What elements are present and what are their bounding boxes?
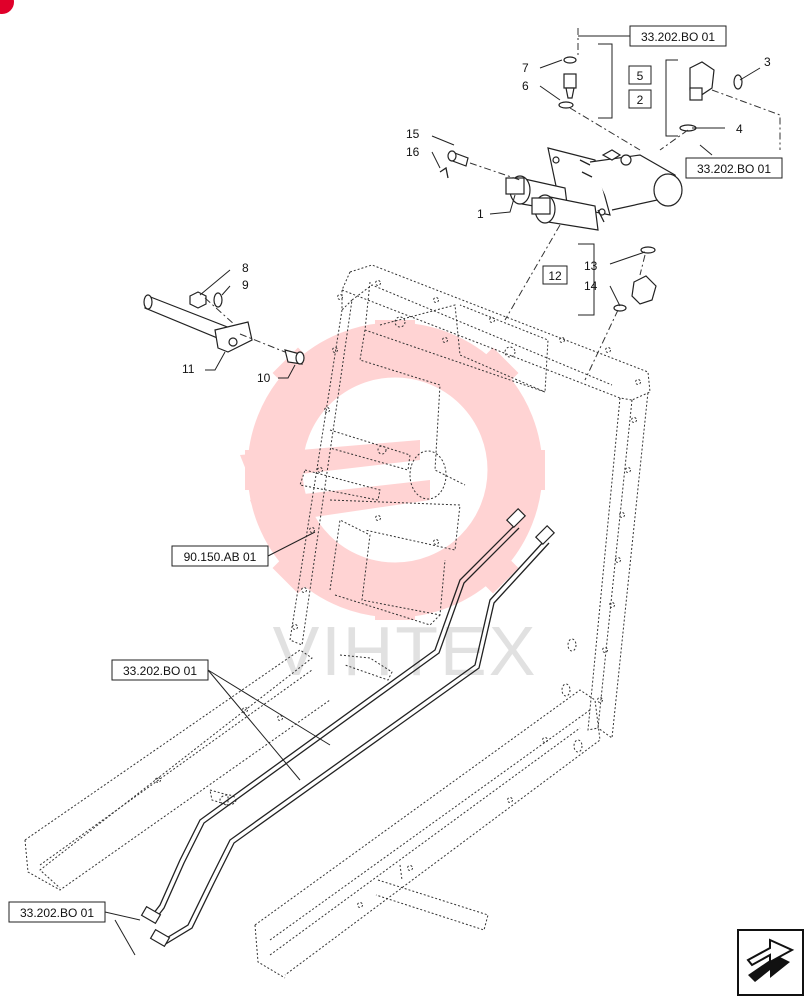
ref-right: 33.202.BO 01 bbox=[697, 162, 771, 176]
callout-3: 3 bbox=[764, 55, 771, 69]
brake-lines bbox=[140, 507, 556, 948]
bolt-10 bbox=[284, 349, 305, 365]
callout-6: 6 bbox=[522, 79, 529, 93]
elbow-fitting-12 bbox=[613, 246, 657, 312]
callout-12: 12 bbox=[548, 269, 562, 283]
reference-boxes: 33.202.BO 01 33.202.BO 01 90.150.AB 01 3… bbox=[8, 25, 783, 923]
ref-box-lines bbox=[111, 659, 209, 681]
leader-lines bbox=[104, 35, 761, 956]
callout-2: 2 bbox=[637, 93, 644, 107]
clevis-pin-15 bbox=[447, 150, 469, 167]
fitting-6-7 bbox=[558, 56, 577, 109]
center-lines bbox=[204, 28, 781, 381]
nut-8-washer-9 bbox=[189, 291, 223, 309]
callout-7: 7 bbox=[522, 61, 529, 75]
ref-box-frame bbox=[171, 545, 269, 567]
ref-box-top bbox=[629, 25, 727, 47]
callout-10: 10 bbox=[257, 371, 271, 385]
callout-box-12 bbox=[542, 265, 568, 285]
callout-box-2 bbox=[628, 89, 652, 109]
watermark-text: VIHTEX bbox=[273, 612, 538, 690]
frame-outline bbox=[24, 264, 651, 979]
ref-top: 33.202.BO 01 bbox=[641, 30, 715, 44]
callout-16: 16 bbox=[406, 145, 420, 159]
watermark-gear-icon bbox=[240, 320, 545, 620]
ref-bottom: 33.202.BO 01 bbox=[20, 906, 94, 920]
seal-3 bbox=[733, 74, 743, 90]
callout-5: 5 bbox=[637, 69, 644, 83]
callout-1: 1 bbox=[477, 207, 484, 221]
callouts: 1 2 3 4 5 6 7 8 9 10 11 12 13 14 15 16 bbox=[182, 55, 771, 385]
corner-marker bbox=[0, 0, 14, 14]
ref-frame: 90.150.AB 01 bbox=[184, 550, 257, 564]
callout-14: 14 bbox=[584, 279, 598, 293]
callout-13: 13 bbox=[584, 259, 598, 273]
callout-11: 11 bbox=[182, 362, 195, 376]
callout-4: 4 bbox=[736, 122, 743, 136]
ref-lines: 33.202.BO 01 bbox=[123, 664, 197, 678]
callout-8: 8 bbox=[242, 261, 249, 275]
callout-box-5 bbox=[628, 65, 652, 85]
master-cylinder bbox=[505, 147, 683, 231]
ref-box-bottom bbox=[8, 901, 106, 923]
callout-9: 9 bbox=[242, 278, 249, 292]
elbow-fitting-2 bbox=[679, 61, 715, 132]
next-page-arrow-icon[interactable] bbox=[737, 929, 804, 996]
cotter-pin-16 bbox=[439, 166, 449, 179]
ref-box-right bbox=[685, 157, 783, 179]
line-fitting-upper-left bbox=[140, 507, 556, 948]
pedal-shaft-11 bbox=[143, 294, 253, 353]
callout-15: 15 bbox=[406, 127, 420, 141]
